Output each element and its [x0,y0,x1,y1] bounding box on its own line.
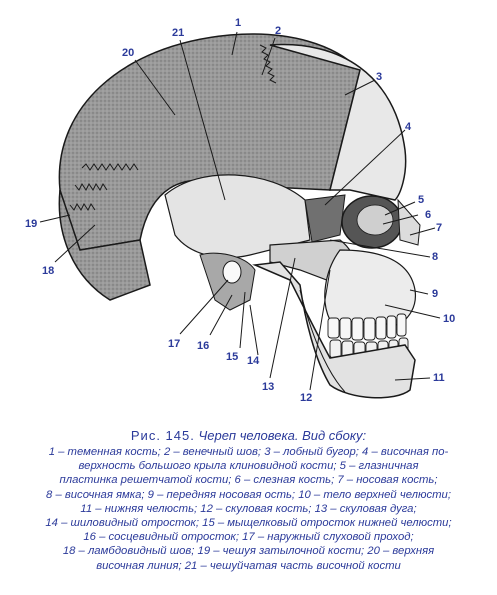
legend-line: 18 – ламбдовидный шов; 19 – чешуя затыло… [62,545,435,558]
legend-line: 8 – височная ямка; 9 – передняя носовая … [46,488,451,501]
label-16: 16 [197,340,209,352]
mandible [252,261,416,399]
label-9: 9 [432,288,438,300]
caption-title: Череп человека. Вид сбоку: [198,428,367,443]
label-14: 14 [247,355,260,367]
label-11: 11 [433,372,445,384]
coronal-suture [259,44,277,84]
label-18: 18 [42,265,54,277]
sphenoid-wing [304,194,346,243]
label-7: 7 [436,222,442,234]
occipital-bone [58,189,151,301]
figure-number: Рис. 145. [130,428,195,443]
label-12: 12 [300,392,312,404]
legend-line: 1 – теменная кость; 2 – венечный шов; 3 … [48,446,449,458]
figure-caption: Рис. 145. Череп человека. Вид сбоку: 1 –… [0,428,497,573]
legend-line: височная линия; 21 – чешуйчатая часть ви… [96,559,401,572]
legend-line: 11 – нижняя челюсть; 12 – скуловая кость… [80,502,417,515]
legend-line: пластинка решетчатой кости; 6 – слезная … [59,474,438,487]
label-17: 17 [168,338,180,350]
caption-legend: 1 – теменная кость; 2 – венечный шов; 3 … [0,445,497,573]
ear-canal [222,260,242,284]
upper-teeth [327,313,407,341]
label-3: 3 [376,71,382,83]
label-2: 2 [275,25,281,37]
label-19: 19 [25,218,37,230]
skull-illustration: 1 2 3 4 5 6 7 8 9 10 11 12 13 14 15 16 1… [25,17,455,404]
label-5: 5 [418,194,424,206]
legend-line: 16 – сосцевидный отросток; 17 – наружный… [83,531,414,544]
legend-line: верхность большого крыла клиновидной кос… [78,460,419,473]
label-13: 13 [262,381,274,393]
label-6: 6 [425,209,431,221]
label-4: 4 [405,121,412,133]
lambdoid-suture [69,163,139,211]
label-21: 21 [172,27,184,39]
legend-line: 14 – шиловидный отросток; 15 – мыщелковы… [45,517,452,530]
label-15: 15 [226,351,238,363]
label-10: 10 [443,313,455,325]
nasal-bone [397,198,421,246]
label-20: 20 [122,47,134,59]
caption-title-line: Рис. 145. Череп человека. Вид сбоку: [0,428,497,443]
label-8: 8 [432,251,438,263]
label-1: 1 [235,17,241,29]
leader-lines [39,31,441,391]
figure-labels: 1 2 3 4 5 6 7 8 9 10 11 12 13 14 15 16 1… [25,17,455,404]
